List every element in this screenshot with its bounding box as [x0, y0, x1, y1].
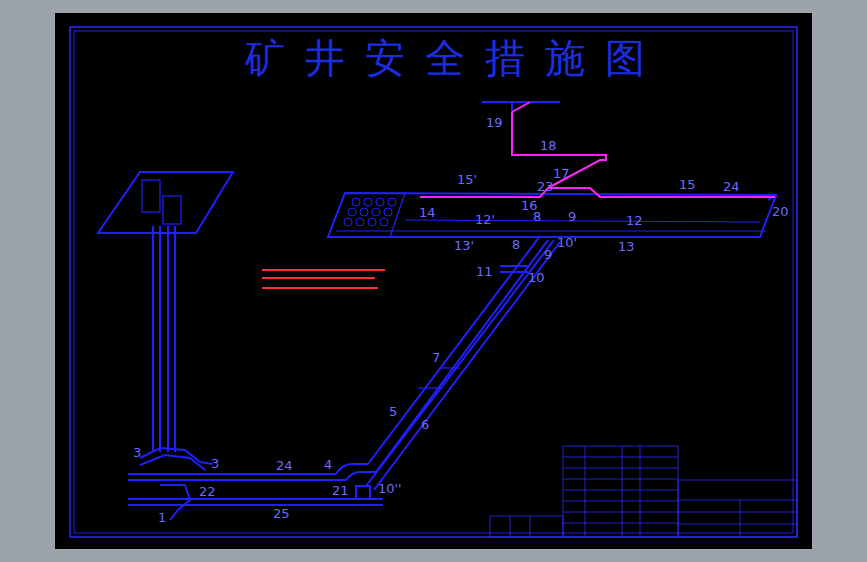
door	[440, 367, 460, 368]
parts-table	[490, 446, 797, 537]
roadway	[128, 498, 383, 500]
stope-edge	[390, 193, 405, 237]
incline	[368, 236, 540, 464]
callout-number: 3	[133, 446, 141, 459]
callout-number: 15	[679, 178, 696, 191]
chamber	[356, 486, 370, 499]
callout-number: 7	[432, 351, 440, 364]
roadway	[128, 504, 383, 506]
callout-number: 4	[324, 458, 332, 471]
roadway	[405, 220, 760, 222]
shaft	[152, 226, 154, 452]
callout-number: 10	[528, 271, 545, 284]
goaf-pattern	[344, 198, 396, 226]
callout-number: 14	[419, 206, 436, 219]
callout-number: 9	[544, 248, 552, 261]
callout-number: 9	[568, 210, 576, 223]
frame	[70, 27, 797, 537]
working-level	[328, 193, 776, 237]
roadway	[128, 473, 336, 475]
shaft	[167, 226, 169, 452]
building	[142, 180, 160, 212]
callout-number: 12'	[475, 213, 495, 226]
callout-number: 21	[332, 484, 349, 497]
callout-number: 24	[276, 459, 293, 472]
callout-number: 10'	[557, 236, 577, 249]
roadway	[336, 230, 766, 231]
building	[163, 196, 181, 224]
callout-number: 20	[772, 205, 789, 218]
sheet	[55, 13, 812, 549]
callout-number: 11	[476, 265, 493, 278]
roadway	[128, 479, 346, 481]
branch	[500, 265, 530, 267]
station	[140, 455, 205, 470]
callout-number: 8	[533, 210, 541, 223]
drawing-title: 矿井安全措施图	[245, 38, 665, 78]
callout-number: 12	[626, 214, 643, 227]
callout-number: 22	[199, 485, 216, 498]
callout-number: 23	[537, 180, 554, 193]
incline	[374, 242, 560, 490]
door	[418, 387, 440, 388]
callout-number: 3	[211, 457, 219, 470]
callout-number: 8	[512, 238, 520, 251]
red-note	[262, 270, 385, 288]
branch	[500, 271, 528, 273]
callout-number: 13'	[454, 239, 474, 252]
callout-number: 24	[723, 180, 740, 193]
callout-number: 5	[389, 405, 397, 418]
callout-number: 18	[540, 139, 557, 152]
callout-number: 15'	[457, 173, 477, 186]
surface-plate	[98, 172, 233, 233]
callout-number: 10''	[378, 482, 402, 495]
mine-lines	[98, 172, 776, 520]
ventilation-route	[420, 102, 775, 197]
callout-number: 1	[158, 511, 166, 524]
callout-number: 19	[486, 116, 503, 129]
callout-number: 13	[618, 240, 635, 253]
callout-number: 6	[421, 418, 429, 431]
incline	[366, 240, 554, 486]
incline	[376, 240, 548, 472]
shaft	[159, 226, 161, 452]
shaft	[174, 226, 176, 452]
frame-inner	[74, 31, 793, 533]
callout-number: 17	[553, 167, 570, 180]
callout-number: 25	[273, 507, 290, 520]
